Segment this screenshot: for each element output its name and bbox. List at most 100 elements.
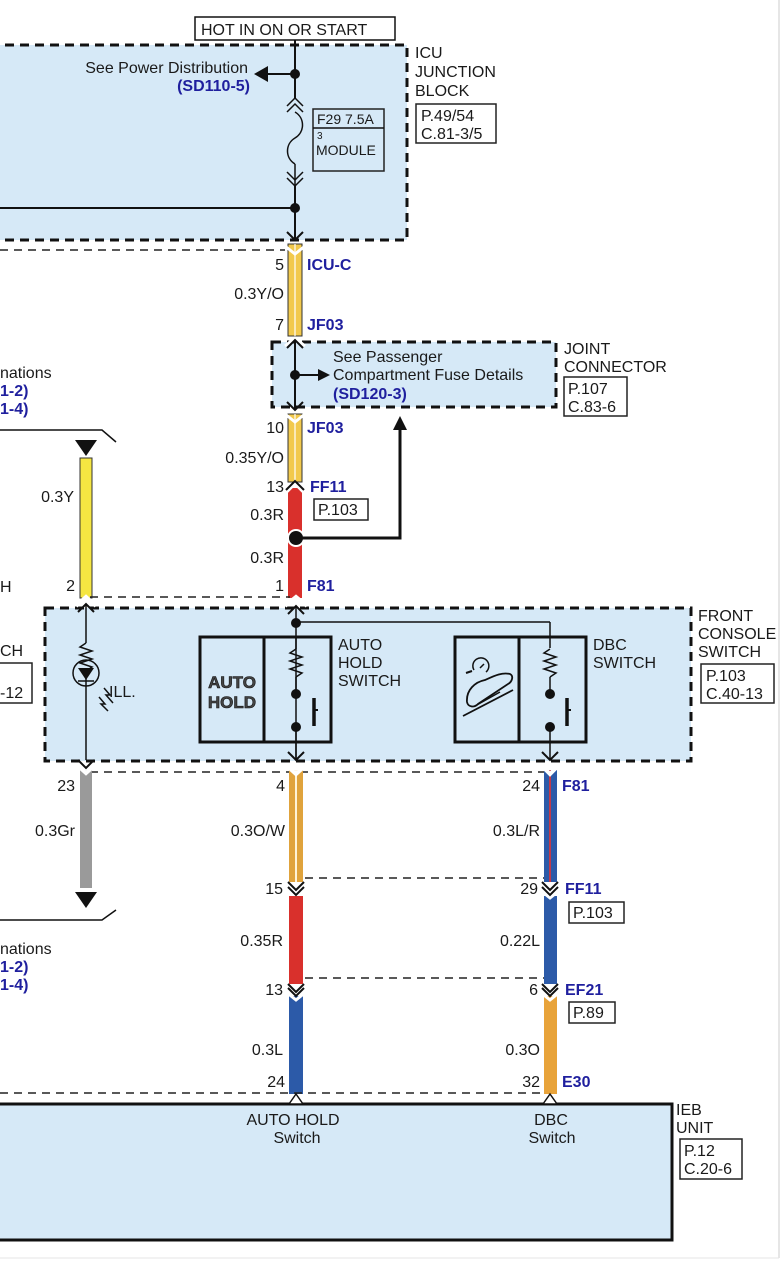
wire-0-3o	[544, 996, 557, 1094]
svg-text:24: 24	[522, 778, 540, 795]
svg-text:23: 23	[57, 778, 75, 795]
svg-text:P.89: P.89	[573, 1005, 604, 1022]
svg-text:F29 7.5A: F29 7.5A	[317, 111, 374, 127]
arrow-down-icon	[75, 892, 97, 908]
wire-0-3l	[289, 996, 303, 1094]
svg-text:Compartment Fuse Details: Compartment Fuse Details	[333, 367, 523, 384]
svg-text:29: 29	[520, 881, 538, 898]
downhill-brake-control-icon	[462, 657, 514, 717]
front-console-left-cut-label: H CH -12	[0, 579, 33, 704]
svg-text:FRONT: FRONT	[698, 608, 753, 625]
wire-0-3o-w	[289, 770, 303, 882]
link-sd120-3[interactable]: (SD120-3)	[333, 386, 407, 403]
svg-text:H: H	[0, 579, 12, 596]
svg-text:C.40-13: C.40-13	[706, 686, 763, 703]
svg-text:P.103: P.103	[318, 502, 358, 519]
ieb-unit-label: IEB UNIT P.12 C.20-6	[676, 1102, 743, 1180]
svg-text:DBC: DBC	[534, 1112, 568, 1129]
svg-text:JUNCTION: JUNCTION	[415, 64, 496, 81]
svg-text:13: 13	[265, 982, 283, 999]
dbc-switch-label: DBC SWITCH	[593, 637, 656, 672]
svg-text:CONSOLE: CONSOLE	[698, 626, 776, 643]
joint-connector-label: JOINT CONNECTOR P.107 C.83-6	[563, 341, 667, 417]
svg-text:CH: CH	[0, 643, 23, 660]
wire-0-35r	[289, 896, 303, 984]
see-power-distribution: See Power Distribution	[85, 60, 248, 77]
svg-text:Switch: Switch	[273, 1130, 320, 1147]
svg-text:AUTO: AUTO	[338, 637, 382, 654]
svg-text:0.3O/W: 0.3O/W	[231, 823, 286, 840]
connector-f81-top[interactable]: F81	[307, 578, 335, 595]
connector-jf03-in[interactable]: JF03	[307, 317, 344, 334]
svg-text:HOLD: HOLD	[208, 693, 256, 712]
svg-text:0.3Y/O: 0.3Y/O	[234, 286, 284, 303]
connector-icu-c[interactable]: ICU-C	[307, 257, 352, 274]
svg-text:P.103: P.103	[706, 668, 746, 685]
svg-text:SWITCH: SWITCH	[698, 644, 761, 661]
connector-jf03-out[interactable]: JF03	[307, 420, 344, 437]
svg-text:P.12: P.12	[684, 1143, 715, 1160]
svg-text:1-4): 1-4)	[0, 977, 28, 994]
arrow-right-icon	[318, 369, 330, 381]
svg-text:3: 3	[317, 131, 323, 142]
svg-text:P.49/54: P.49/54	[421, 108, 474, 125]
svg-text:SWITCH: SWITCH	[338, 673, 401, 690]
svg-text:0.3R: 0.3R	[250, 550, 284, 567]
svg-text:7: 7	[275, 317, 284, 334]
splice-dot	[289, 531, 303, 545]
connector-f81-bottom[interactable]: F81	[562, 778, 590, 795]
connector-e30[interactable]: E30	[562, 1074, 591, 1091]
svg-text:1-2): 1-2)	[0, 959, 28, 976]
connector-ff11-top[interactable]: FF11	[310, 479, 347, 496]
pin-marker	[287, 1092, 305, 1105]
svg-text:4: 4	[276, 778, 285, 795]
connector-ef21[interactable]: EF21	[565, 982, 603, 999]
front-console-switch-label: FRONT CONSOLE SWITCH P.103 C.40-13	[698, 608, 776, 704]
link-sd110-5[interactable]: (SD110-5)	[177, 78, 250, 95]
offpage-ref-top: nations 1-2) 1-4)	[0, 365, 117, 443]
splice-dot	[291, 618, 301, 628]
svg-text:1-4): 1-4)	[0, 401, 28, 418]
ieb-unit-block	[0, 1102, 674, 1242]
auto-hold-switch: AUTO HOLD	[198, 635, 333, 744]
svg-text:6: 6	[529, 982, 538, 999]
power-source-label: HOT IN ON OR START	[194, 16, 396, 41]
wire-0-22l	[544, 896, 557, 984]
svg-text:-12: -12	[0, 685, 23, 702]
arrow-left-icon	[254, 66, 268, 82]
svg-text:SWITCH: SWITCH	[593, 655, 656, 672]
icu-junction-block-label: ICU JUNCTION BLOCK P.49/54 C.81-3/5	[415, 45, 497, 144]
svg-text:P.107: P.107	[568, 381, 608, 398]
wire-0-3gr	[80, 770, 92, 888]
ref-p89: P.89	[568, 1001, 616, 1024]
resistor-icon	[77, 642, 95, 672]
svg-text:5: 5	[275, 257, 284, 274]
svg-text:C.20-6: C.20-6	[684, 1161, 732, 1178]
svg-text:0.22L: 0.22L	[500, 933, 540, 950]
resistor-icon	[541, 648, 559, 678]
svg-text:ILL.: ILL.	[109, 684, 136, 701]
svg-text:0.3Gr: 0.3Gr	[35, 823, 76, 840]
svg-text:IEB: IEB	[676, 1102, 702, 1119]
svg-text:HOT IN ON OR START: HOT IN ON OR START	[201, 22, 367, 39]
svg-text:CONNECTOR: CONNECTOR	[564, 359, 667, 376]
svg-text:DBC: DBC	[593, 637, 627, 654]
splice-dot	[290, 203, 300, 213]
svg-text:0.3O: 0.3O	[505, 1042, 540, 1059]
connector-ff11-bottom[interactable]: FF11	[565, 881, 602, 898]
auto-hold-switch-label: AUTO HOLD SWITCH	[338, 637, 401, 690]
svg-text:0.35R: 0.35R	[240, 933, 283, 950]
svg-text:24: 24	[267, 1074, 285, 1091]
wire-0-35y-o	[287, 413, 303, 483]
svg-text:1: 1	[275, 578, 284, 595]
svg-text:JOINT: JOINT	[564, 341, 610, 358]
ref-p103-bottom: P.103	[568, 901, 625, 924]
svg-text:0.3Y: 0.3Y	[41, 489, 74, 506]
ref-p103-top: P.103	[313, 498, 369, 521]
svg-text:C.81-3/5: C.81-3/5	[421, 126, 482, 143]
offpage-ref-bottom: nations 1-2) 1-4)	[0, 909, 117, 994]
svg-text:32: 32	[522, 1074, 540, 1091]
fuse-icon	[286, 96, 304, 188]
svg-text:ICU: ICU	[415, 45, 443, 62]
